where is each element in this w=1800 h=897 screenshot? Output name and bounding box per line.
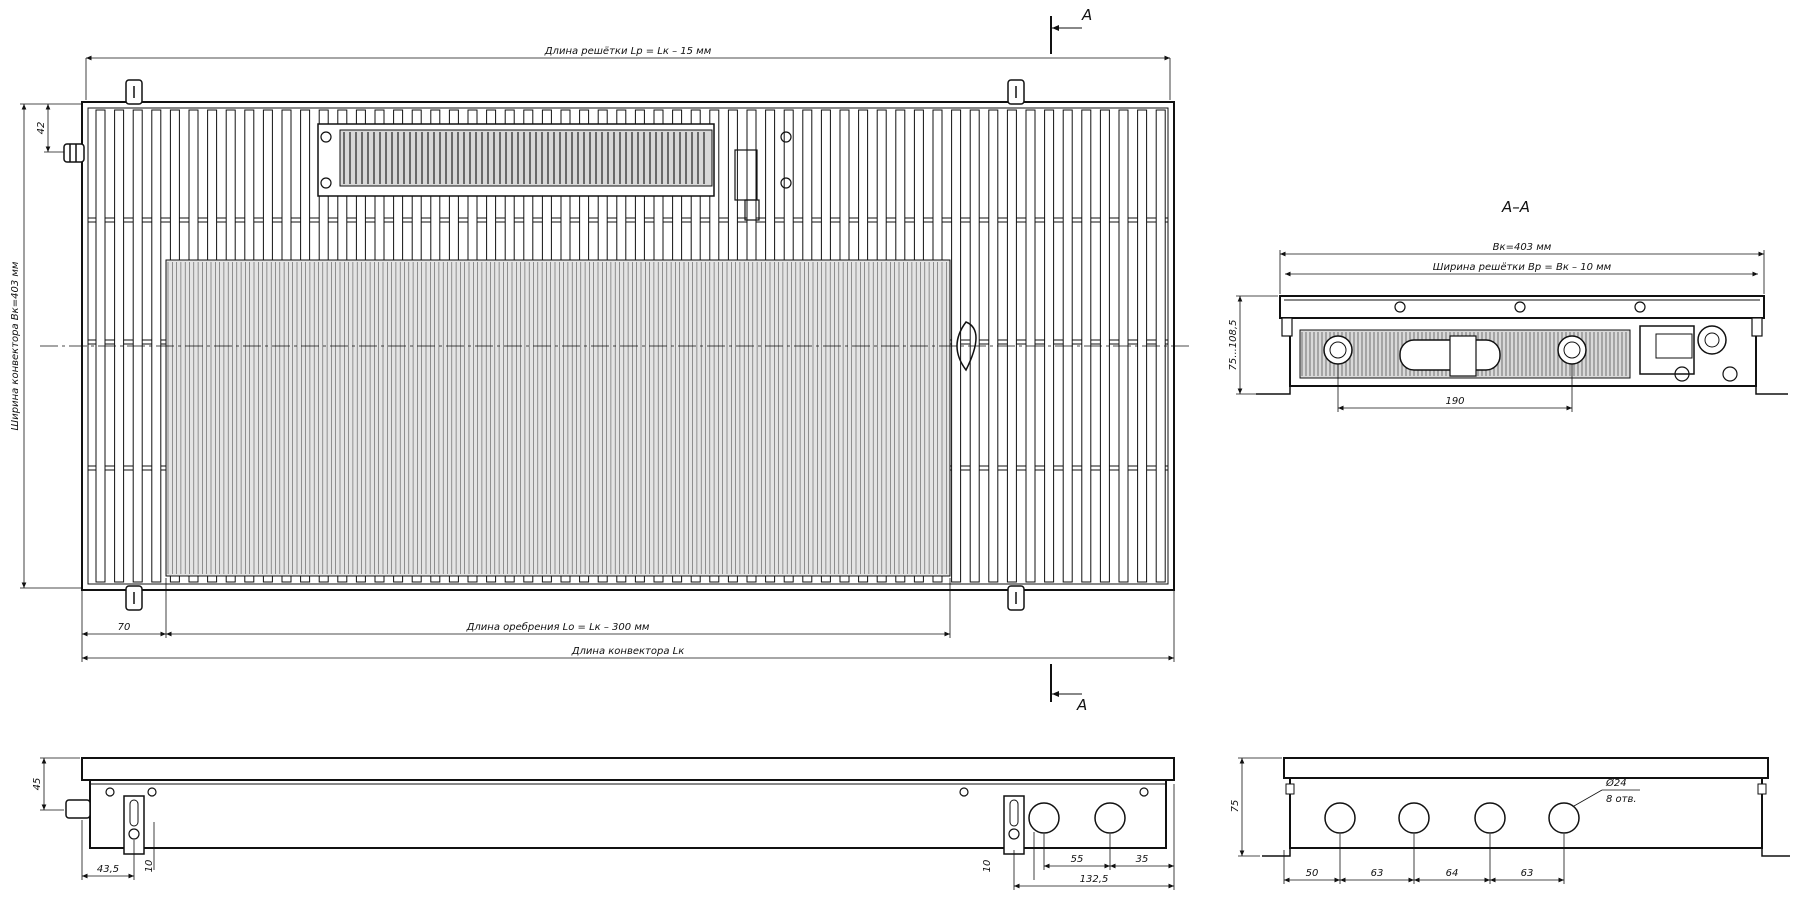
section-foot-right <box>1755 370 1788 395</box>
front-hole-1 <box>1028 802 1060 834</box>
section-grille <box>1279 295 1765 319</box>
heat-exchanger-fins <box>165 259 951 577</box>
convector-width-label: Ширина конвектора Вк=403 мм <box>10 261 21 430</box>
pipe-left <box>1323 335 1353 365</box>
dim-63a-label: 63 <box>1371 868 1384 879</box>
section-mark-bottom-letter: А <box>1076 696 1087 714</box>
front-view <box>65 757 1175 855</box>
bk-label: Вк=403 мм <box>1493 242 1552 253</box>
dim-10a-label: 10 <box>144 860 155 873</box>
front-body <box>89 779 1167 849</box>
grille-width-label: Ширина решётки Вр = Вк – 10 мм <box>1433 262 1612 273</box>
dim-42-label: 42 <box>36 122 47 135</box>
dim-63b-label: 63 <box>1521 868 1534 879</box>
fan-assembly <box>317 123 792 221</box>
section-view <box>1256 295 1788 395</box>
side-hole-2 <box>1398 802 1430 834</box>
front-dimensions <box>40 757 1175 890</box>
mounting-brackets <box>125 79 1025 611</box>
side-hole-3 <box>1474 802 1506 834</box>
dim-35-label: 35 <box>1136 854 1149 865</box>
fin-length-label: Длина оребрения Lо = Lк – 300 мм <box>466 621 650 633</box>
dim-64-label: 64 <box>1446 868 1459 879</box>
side-grille <box>1283 757 1769 779</box>
front-grille <box>81 757 1175 781</box>
dim-132-5-label: 132,5 <box>1080 874 1109 885</box>
side-body <box>1289 777 1763 849</box>
side-hole-4 <box>1548 802 1580 834</box>
grille-handle <box>956 321 977 372</box>
section-dimensions <box>1236 250 1765 412</box>
convector-length-label: Длина конвектора Lк <box>571 646 685 657</box>
side-hole-1 <box>1324 802 1356 834</box>
grille-length-label: Длина решётки Lр = Lк – 15 мм <box>544 46 712 57</box>
diameter-label: Ø24 <box>1605 777 1627 789</box>
dim-190-label: 190 <box>1445 396 1464 407</box>
dim-70-label: 70 <box>118 622 131 633</box>
section-mark-top <box>1050 16 1082 54</box>
dim-55-label: 55 <box>1071 854 1084 865</box>
pipe-right <box>1557 335 1587 365</box>
front-hole-2 <box>1094 802 1126 834</box>
section-title: А–А <box>1501 198 1530 216</box>
dim-10b-label: 10 <box>982 860 993 873</box>
top-dimensions <box>20 55 1175 662</box>
side-connection <box>63 143 85 163</box>
height-range-label: 75...108,5 <box>1228 320 1239 371</box>
side-view <box>1262 757 1790 857</box>
grille-frame-inner <box>87 107 1169 585</box>
top-view <box>40 79 1190 611</box>
dim-43-5-label: 43,5 <box>97 864 119 875</box>
dim-45-label: 45 <box>32 778 43 791</box>
dim-50-label: 50 <box>1306 868 1319 879</box>
section-mark-top-letter: А <box>1081 6 1092 24</box>
side-dimensions <box>1238 757 1640 884</box>
section-foot-left <box>1256 370 1291 395</box>
holes-label: 8 отв. <box>1606 794 1637 805</box>
dim-75-label: 75 <box>1230 800 1241 813</box>
section-mark-bottom <box>1050 664 1082 702</box>
